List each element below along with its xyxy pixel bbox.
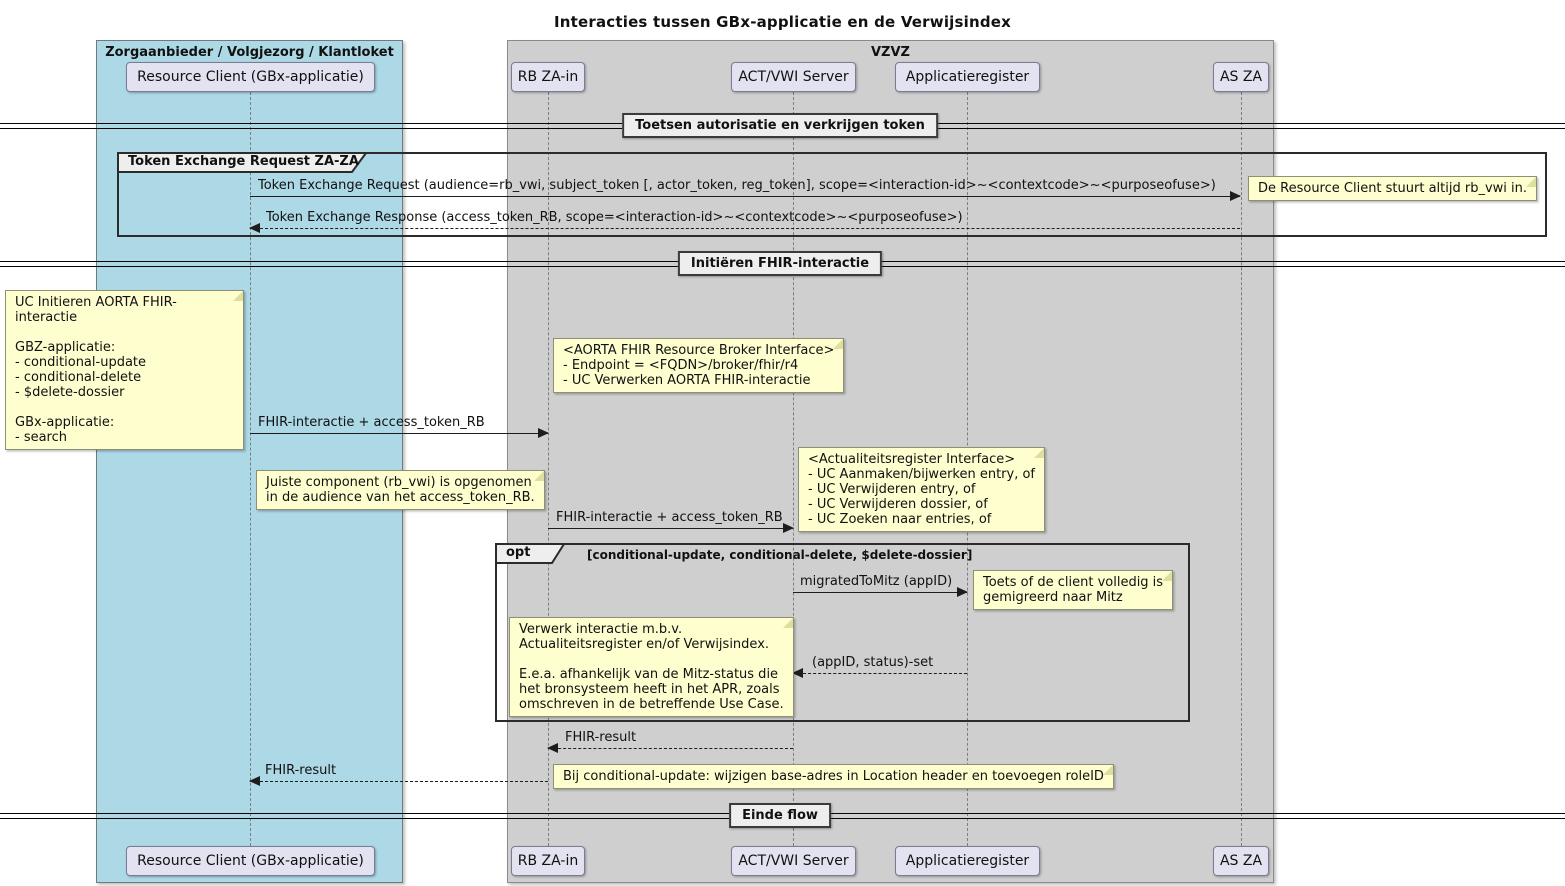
message-line — [548, 748, 793, 749]
message-line — [793, 673, 967, 674]
note-verwerk-interactie: Verwerk interactie m.b.v. Actualiteitsre… — [509, 617, 794, 717]
participant-as-za-top: AS ZA — [1213, 62, 1269, 92]
message-label: FHIR-result — [565, 730, 637, 745]
participant-label: RB ZA-in — [517, 853, 579, 869]
message-line — [250, 781, 548, 782]
participant-rb-za-in-top: RB ZA-in — [511, 62, 585, 92]
actor-group-zorgaanbieder: Zorgaanbieder / Volgjezorg / Klantloket — [96, 40, 403, 883]
note-fold-icon — [1526, 177, 1537, 187]
message-label: FHIR-interactie + access_token_RB — [258, 415, 485, 430]
note-actualiteitsregister-interface: <Actualiteitsregister Interface> - UC Aa… — [798, 447, 1046, 532]
lifeline-act-vwi-server — [793, 92, 794, 846]
actor-group-zorgaanbieder-label: Zorgaanbieder / Volgjezorg / Klantloket — [105, 45, 394, 60]
participant-as-za-bottom: AS ZA — [1213, 846, 1269, 876]
participant-label: Resource Client (GBx-applicatie) — [137, 69, 364, 85]
message-label: Token Exchange Request (audience=rb_vwi,… — [258, 178, 1216, 193]
group-frame-token-exchange: Token Exchange Request ZA-ZA — [117, 152, 1547, 237]
participant-act-vwi-server-bottom: ACT/VWI Server — [731, 846, 856, 876]
note-fold-icon — [1034, 448, 1045, 458]
message-label: migratedToMitz (appID) — [800, 574, 953, 589]
participant-label: Resource Client (GBx-applicatie) — [137, 853, 364, 869]
arrowhead-left-icon — [249, 776, 260, 786]
note-fold-icon — [782, 618, 793, 628]
lifeline-as-za — [1241, 92, 1242, 846]
participant-label: Applicatieregister — [905, 853, 1030, 869]
divider-einde-flow: Einde flow — [729, 803, 831, 828]
note-toets-mitz: Toets of de client volledig is gemigreer… — [973, 570, 1174, 610]
opt-frame-tab: opt — [495, 543, 566, 564]
message-line — [548, 528, 793, 529]
participant-label: RB ZA-in — [517, 69, 579, 85]
message-line — [793, 592, 967, 593]
note-bij-conditional-update: Bij conditional-update: wijzigen base-ad… — [553, 764, 1114, 789]
participant-rb-za-in-bottom: RB ZA-in — [511, 846, 585, 876]
opt-frame: opt [conditional-update, conditional-del… — [495, 543, 1190, 722]
arrowhead-left-icon — [547, 743, 558, 753]
participant-resource-client-top: Resource Client (GBx-applicatie) — [126, 62, 375, 92]
arrowhead-left-icon — [249, 223, 260, 233]
note-rb-vwi-altijd: De Resource Client stuurt altijd rb_vwi … — [1248, 176, 1538, 201]
message-label: (appID, status)-set — [812, 655, 934, 670]
note-juiste-component: Juiste component (rb_vwi) is opgenomen i… — [256, 470, 545, 510]
arrowhead-right-icon — [957, 587, 968, 597]
note-fold-icon — [233, 291, 243, 301]
message-line — [250, 228, 1240, 229]
participant-applicatieregister-top: Applicatieregister — [895, 62, 1040, 92]
participant-label: ACT/VWI Server — [738, 69, 849, 85]
arrowhead-right-icon — [783, 523, 794, 533]
note-aorta-broker-interface: <AORTA FHIR Resource Broker Interface> -… — [553, 338, 845, 393]
opt-condition: [conditional-update, conditional-delete,… — [587, 548, 973, 562]
diagram-title: Interacties tussen GBx-applicatie en de … — [553, 13, 1012, 31]
divider-toetsen-autorisatie: Toetsen autorisatie en verkrijgen token — [622, 113, 938, 138]
message-line — [250, 196, 1240, 197]
participant-label: AS ZA — [1219, 69, 1263, 85]
note-fold-icon — [1162, 571, 1173, 581]
lifeline-resource-client — [250, 92, 251, 846]
note-fold-icon — [533, 471, 544, 481]
opt-keyword: opt — [506, 545, 531, 560]
participant-applicatieregister-bottom: Applicatieregister — [895, 846, 1040, 876]
note-uc-initieren: UC Initieren AORTA FHIR-interactie GBZ-a… — [5, 290, 244, 450]
message-label: Token Exchange Response (access_token_RB… — [266, 210, 963, 225]
group-frame-tab: Token Exchange Request ZA-ZA — [117, 152, 368, 173]
participant-label: Applicatieregister — [905, 69, 1030, 85]
participant-label: ACT/VWI Server — [738, 853, 849, 869]
arrowhead-right-icon — [1230, 191, 1241, 201]
participant-resource-client-bottom: Resource Client (GBx-applicatie) — [126, 846, 375, 876]
arrowhead-right-icon — [538, 428, 549, 438]
participant-label: AS ZA — [1219, 853, 1263, 869]
message-line — [250, 433, 548, 434]
message-label: FHIR-interactie + access_token_RB — [556, 510, 783, 525]
frame-tab-shape — [495, 543, 566, 564]
group-frame-title: Token Exchange Request ZA-ZA — [128, 154, 359, 169]
message-label: FHIR-result — [265, 763, 337, 778]
lifeline-rb-za-in — [548, 92, 549, 846]
actor-group-vzvz-label: VZVZ — [871, 45, 910, 60]
note-fold-icon — [833, 339, 844, 349]
note-fold-icon — [1102, 765, 1113, 775]
participant-act-vwi-server-top: ACT/VWI Server — [731, 62, 856, 92]
arrowhead-left-icon — [792, 668, 803, 678]
frame-tab-shape — [117, 152, 368, 173]
divider-initieren-fhir: Initiëren FHIR-interactie — [677, 251, 883, 276]
